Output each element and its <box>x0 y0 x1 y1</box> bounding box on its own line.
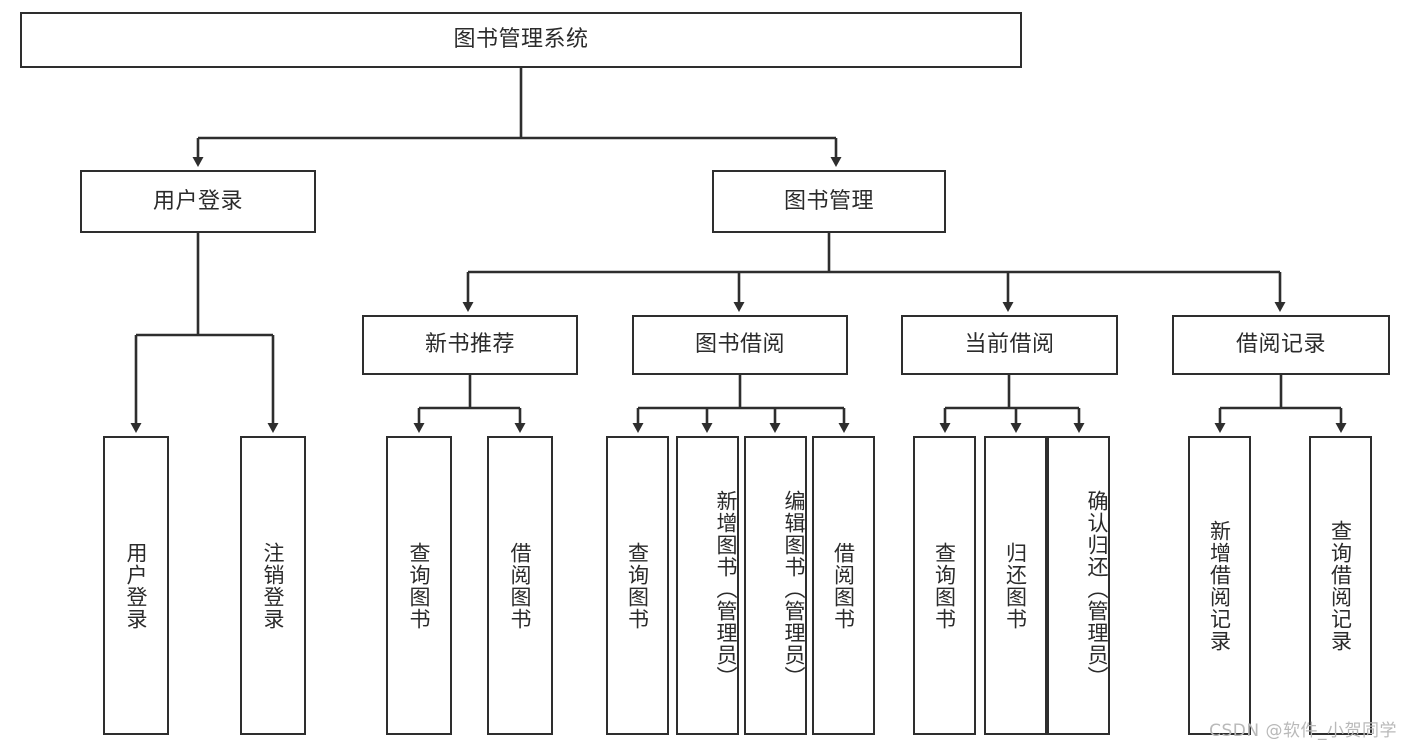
leaf-borrow-edit-book[interactable]: 编辑图书（管理员） <box>744 436 807 735</box>
leaf-borrow-add-book-label: 新增图书（管理员） <box>714 489 738 688</box>
connector-newbook-to-leaves <box>413 375 526 433</box>
leaf-borrow-query-book[interactable]: 查询图书 <box>606 436 669 735</box>
leaf-current-query-book-label: 查询图书 <box>932 541 957 630</box>
leaf-record-add-record-label: 新增借阅记录 <box>1207 519 1232 652</box>
node-root-label: 图书管理系统 <box>453 27 589 53</box>
leaf-current-confirm-return[interactable]: 确认归还（管理员） <box>1047 436 1110 735</box>
node-borrow-record[interactable]: 借阅记录 <box>1172 315 1390 375</box>
connector-userlogin-to-leaves <box>130 233 279 433</box>
node-current-borrow-label: 当前借阅 <box>964 332 1055 358</box>
connector-record-to-leaves <box>1214 375 1347 433</box>
leaf-user-login-label: 用户登录 <box>124 541 149 630</box>
leaf-user-login[interactable]: 用户登录 <box>103 436 169 735</box>
leaf-record-query-record[interactable]: 查询借阅记录 <box>1309 436 1372 735</box>
node-user-login[interactable]: 用户登录 <box>80 170 316 233</box>
watermark: CSDN @软件_小贺同学 <box>1209 721 1397 741</box>
node-book-borrow[interactable]: 图书借阅 <box>632 315 848 375</box>
connector-current-to-leaves <box>939 375 1085 433</box>
node-new-book-recommend-label: 新书推荐 <box>424 332 515 358</box>
connector-borrow-to-leaves <box>632 375 850 433</box>
node-book-management-label: 图书管理 <box>783 188 874 214</box>
leaf-current-query-book[interactable]: 查询图书 <box>913 436 976 735</box>
leaf-newbook-query-book-label: 查询图书 <box>407 541 432 630</box>
leaf-newbook-query-book[interactable]: 查询图书 <box>386 436 452 735</box>
leaf-current-confirm-return-label: 确认归还（管理员） <box>1085 489 1109 688</box>
connector-bookmgmt-to-level3 <box>462 233 1286 312</box>
node-book-borrow-label: 图书借阅 <box>694 332 785 358</box>
node-borrow-record-label: 借阅记录 <box>1235 332 1326 358</box>
leaf-logout[interactable]: 注销登录 <box>240 436 306 735</box>
leaf-logout-label: 注销登录 <box>261 541 286 630</box>
leaf-borrow-borrow-book-label: 借阅图书 <box>831 541 856 630</box>
leaf-borrow-edit-book-label: 编辑图书（管理员） <box>782 489 806 688</box>
node-user-login-label: 用户登录 <box>152 188 243 214</box>
leaf-borrow-query-book-label: 查询图书 <box>625 541 650 630</box>
connector-root-to-level2 <box>192 68 842 167</box>
node-new-book-recommend[interactable]: 新书推荐 <box>362 315 578 375</box>
node-current-borrow[interactable]: 当前借阅 <box>901 315 1118 375</box>
leaf-newbook-borrow-book-label: 借阅图书 <box>508 541 533 630</box>
leaf-record-add-record[interactable]: 新增借阅记录 <box>1188 436 1251 735</box>
leaf-borrow-borrow-book[interactable]: 借阅图书 <box>812 436 875 735</box>
node-book-management[interactable]: 图书管理 <box>712 170 946 233</box>
leaf-current-return-book[interactable]: 归还图书 <box>984 436 1047 735</box>
leaf-newbook-borrow-book[interactable]: 借阅图书 <box>487 436 553 735</box>
node-root[interactable]: 图书管理系统 <box>20 12 1022 68</box>
leaf-record-query-record-label: 查询借阅记录 <box>1328 519 1353 652</box>
leaf-borrow-add-book[interactable]: 新增图书（管理员） <box>676 436 739 735</box>
leaf-current-return-book-label: 归还图书 <box>1003 541 1028 630</box>
